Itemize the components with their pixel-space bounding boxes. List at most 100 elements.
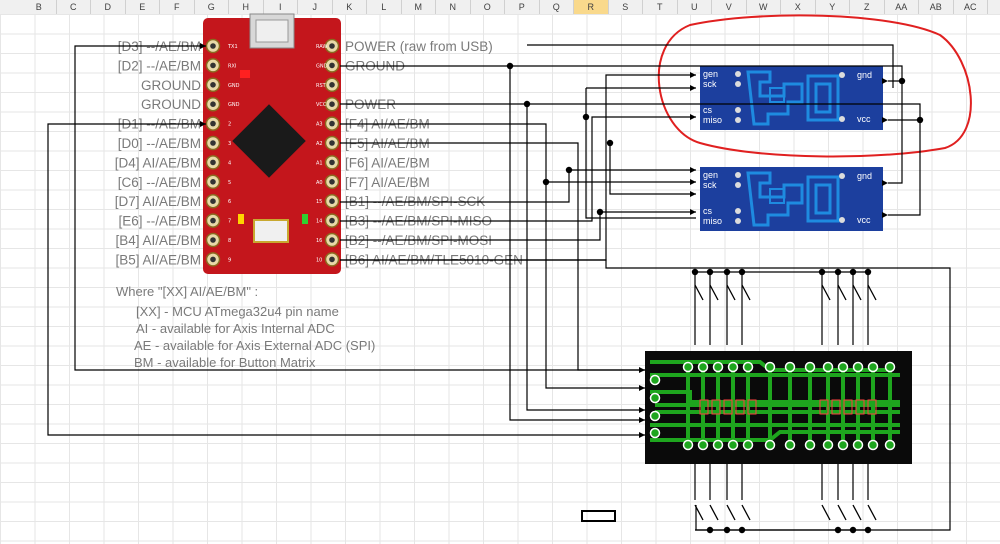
wire-junction (723, 268, 731, 276)
board-right-pin-mark: A0 (316, 180, 323, 186)
column-header-ac[interactable]: AC (954, 0, 988, 14)
board-left-pin-hole (210, 43, 216, 49)
wire (74, 45, 645, 371)
wire (340, 116, 696, 222)
board-right-pin-hole (329, 198, 335, 204)
board-right-pin-mark: 10 (316, 257, 322, 263)
column-header-e[interactable]: E (126, 0, 160, 14)
column-header-h[interactable]: H (229, 0, 264, 14)
matrix-pad (852, 439, 864, 451)
board-left-pin-mark: 9 (228, 257, 231, 263)
matrix-pad (727, 439, 739, 451)
selected-cell[interactable] (581, 510, 616, 522)
matrix-pad (837, 439, 849, 451)
board-left-pin-mark: 8 (228, 238, 231, 244)
wire (888, 120, 921, 216)
column-header-x[interactable]: X (781, 0, 816, 14)
column-header-v[interactable]: V (712, 0, 747, 14)
column-header-d[interactable]: D (91, 0, 126, 14)
button-switch-top (867, 284, 877, 301)
board-right-pin-hole (329, 237, 335, 243)
column-header-m[interactable]: M (402, 0, 436, 14)
matrix-pad (784, 361, 796, 373)
wire (694, 464, 869, 500)
board-left-label: [D4] AI/AE/BM (115, 155, 201, 170)
wire-arrow (639, 432, 645, 438)
board-left-label: [D7] AI/AE/BM (115, 194, 201, 209)
column-header-t[interactable]: T (643, 0, 678, 14)
matrix-pad (764, 439, 776, 451)
board-left-pin-mark: 3 (228, 141, 231, 147)
board-right-pin-hole (329, 159, 335, 166)
board-right-pin-hole (329, 256, 335, 263)
column-header-b[interactable]: B (22, 0, 57, 14)
wire-junction (849, 526, 857, 534)
matrix-pad (697, 361, 709, 373)
column-header-k[interactable]: K (333, 0, 367, 14)
wire (609, 143, 696, 195)
column-header-g[interactable]: G (195, 0, 229, 14)
matrix-pad (712, 361, 724, 373)
adc-module-traces (746, 171, 840, 227)
column-header-s[interactable]: S (609, 0, 643, 14)
led-yellow (238, 214, 244, 224)
column-header-p[interactable]: P (505, 0, 540, 14)
column-header-u[interactable]: U (678, 0, 712, 14)
column-header-aa[interactable]: AA (885, 0, 919, 14)
mcu-chip (232, 104, 306, 178)
column-header-l[interactable]: L (367, 0, 402, 14)
column-header-r[interactable]: R (574, 0, 609, 14)
adc-pin-label-gen: gen (703, 69, 718, 79)
adc-pin-pad (839, 173, 845, 179)
column-header-n[interactable]: N (436, 0, 471, 14)
column-header-q[interactable]: Q (540, 0, 574, 14)
adc-pin-pad (735, 117, 741, 123)
wire-arrow (882, 180, 888, 186)
button-switch-bottom (709, 504, 719, 521)
wire-arrow (200, 121, 206, 127)
wire-junction (818, 268, 826, 276)
legend-line-3: AE - available for Axis External ADC (SP… (134, 338, 375, 353)
board-left-pin-mark: 2 (228, 122, 231, 128)
matrix-diode (711, 399, 721, 415)
adc-pin-pad (839, 72, 845, 78)
matrix-pad (742, 361, 754, 373)
column-header-j[interactable]: J (298, 0, 333, 14)
button-matrix-pcb (645, 351, 912, 464)
highlight-circle (657, 14, 972, 158)
button-switch-top (821, 284, 831, 301)
board-left-pin-mark: 5 (228, 180, 231, 186)
column-header-o[interactable]: O (471, 0, 505, 14)
button-switches (694, 284, 877, 521)
board-left-pin-hole (210, 140, 216, 146)
adc-pin-pad (735, 71, 741, 77)
column-header-c[interactable]: C (57, 0, 91, 14)
column-header-f[interactable]: F (160, 0, 195, 14)
adc-pin-label-miso: miso (703, 216, 722, 226)
board-left-pin-hole (210, 237, 216, 243)
board-right-pin-mark: 15 (316, 199, 322, 205)
wire-junction (898, 77, 906, 85)
board-left-pin-hole (210, 159, 216, 166)
board-right-pin-mark: A2 (316, 141, 323, 147)
board-left-pin-hole (210, 101, 216, 107)
matrix-diode (843, 399, 853, 415)
column-header-w[interactable]: W (747, 0, 781, 14)
column-header-z[interactable]: Z (850, 0, 885, 14)
adc-chip-outline (769, 87, 785, 103)
adc-pin-pad (839, 116, 845, 122)
wire-arrow (639, 367, 645, 373)
matrix-pad (712, 439, 724, 451)
wire (340, 211, 696, 241)
column-header-i[interactable]: I (264, 0, 298, 14)
board-right-label: POWER (raw from USB) (345, 39, 493, 54)
wire (340, 65, 645, 421)
wire (694, 272, 869, 345)
board-right-pin-mark: GND (316, 63, 328, 69)
column-header-y[interactable]: Y (816, 0, 850, 14)
column-header-ab[interactable]: AB (919, 0, 954, 14)
wire (585, 88, 696, 219)
